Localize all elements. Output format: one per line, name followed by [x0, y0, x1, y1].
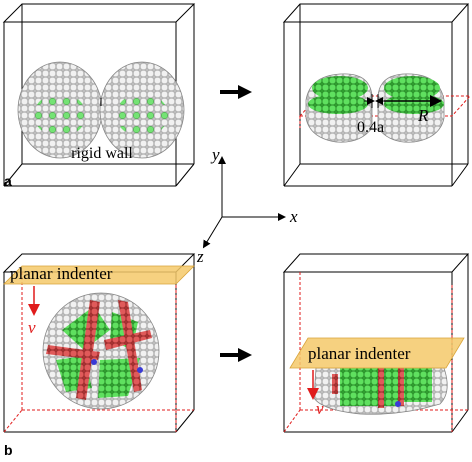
- velocity-label-left: v: [28, 318, 36, 337]
- rigid-wall-label: rigid wall: [71, 145, 133, 162]
- panel-b-right-dashed-walls: [283, 272, 468, 433]
- coordinate-axes: [202, 156, 286, 249]
- panel-b-transition-arrow: [220, 348, 252, 362]
- radius-label: R: [417, 106, 429, 125]
- panel-b-letter: b: [4, 442, 13, 458]
- panel-b-left-dashed-walls: [3, 272, 194, 433]
- planar-indenter-label-right: planar indenter: [308, 344, 411, 363]
- panel-b-right-compressed-sphere: [313, 367, 448, 415]
- gap-label: 0.4a: [357, 119, 384, 136]
- x-axis-label: x: [289, 207, 298, 226]
- panel-b-left-sphere: [42, 292, 160, 410]
- gap-dimension-marker: [364, 94, 386, 108]
- panel-a-left-spheres: [17, 61, 185, 159]
- velocity-label-right: v: [316, 399, 324, 418]
- panel-b-right-indenter-plate: [289, 337, 465, 369]
- planar-indenter-label-left: planar indenter: [10, 264, 113, 283]
- panel-a-right-flattened-spheres: [305, 73, 445, 143]
- z-axis-label: z: [196, 247, 204, 266]
- panel-b-left-indenter-plate: [3, 265, 195, 285]
- y-axis-label: y: [210, 145, 220, 164]
- panel-a-letter: a: [4, 173, 12, 189]
- panel-a-right-box: [282, 3, 470, 187]
- panel-a-transition-arrow: [220, 85, 252, 99]
